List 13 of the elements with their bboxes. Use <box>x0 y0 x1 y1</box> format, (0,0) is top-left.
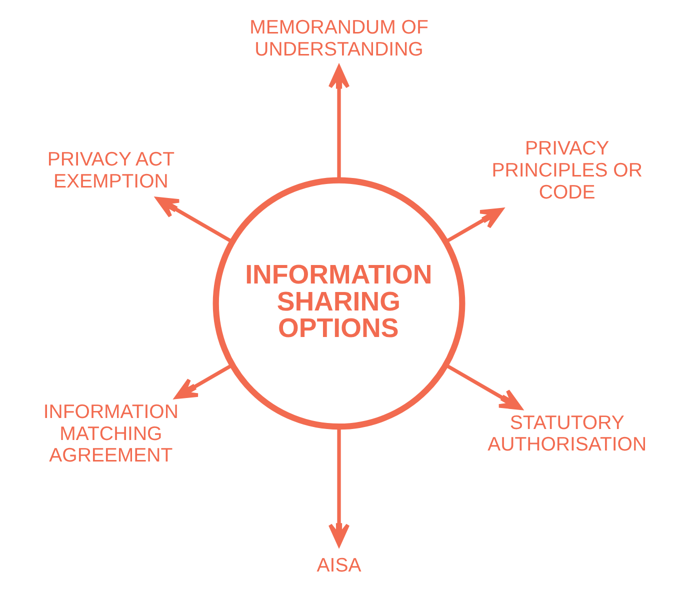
arrow <box>155 196 233 244</box>
node-circle: INFORMATION SHARING OPTIONS <box>212 177 465 430</box>
arrow <box>328 66 350 180</box>
arrow <box>444 363 522 410</box>
arrow <box>444 208 503 244</box>
node-text: STATUTORY AUTHORISATION <box>487 412 646 456</box>
node-text: PRIVACY PRINCIPLES OR CODE <box>491 137 642 204</box>
node-text: INFORMATION MATCHING AGREEMENT <box>42 400 178 467</box>
node-text: PRIVACY ACT EXEMPTION <box>46 148 174 192</box>
node-text: MEMORANDUM OF UNDERSTANDING <box>249 16 428 61</box>
arrow <box>174 363 233 400</box>
node-text: AISA <box>316 554 361 576</box>
arrow <box>328 426 350 546</box>
